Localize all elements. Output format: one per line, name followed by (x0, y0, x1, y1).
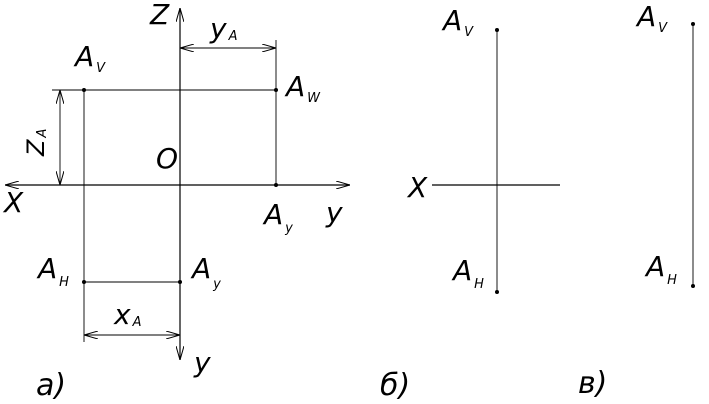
label-dim-z: ZA (22, 129, 50, 157)
point-ay-axis (274, 183, 278, 187)
y-axis-down-label: y (193, 346, 211, 379)
point-ay-lower (178, 280, 182, 284)
b-x-label: X (406, 171, 428, 204)
point-aw (274, 88, 278, 92)
point-av (82, 88, 86, 92)
y-axis-right-label: y (325, 196, 343, 229)
c-point-av (691, 22, 695, 26)
x-axis-label: X (2, 186, 24, 219)
origin-label: O (156, 142, 178, 175)
caption-c: в) (578, 366, 607, 401)
point-ah (82, 280, 86, 284)
caption-a: а) (36, 368, 66, 403)
b-point-av (495, 28, 499, 32)
c-point-ah (691, 284, 695, 288)
z-axis-label: Z (149, 0, 170, 31)
caption-b: б) (380, 368, 410, 403)
b-point-ah (495, 290, 499, 294)
